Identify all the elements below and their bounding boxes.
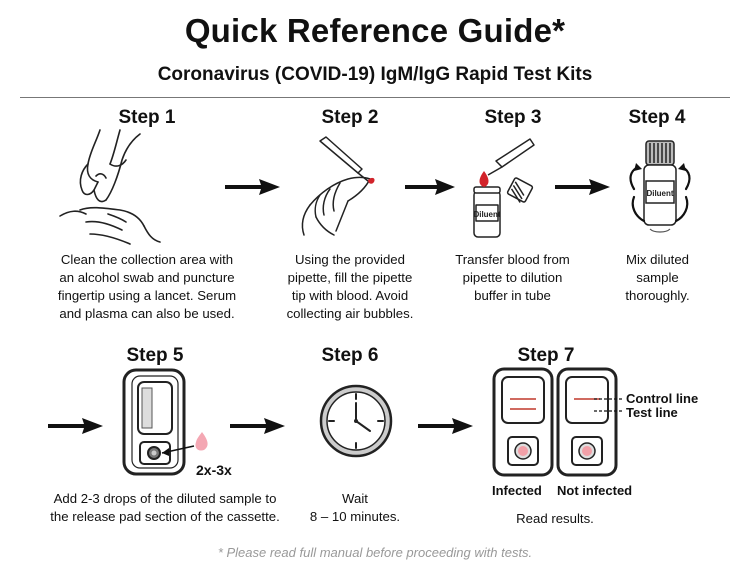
step-5-label: Step 5	[126, 345, 184, 366]
step-4-diluent-label: Diluent	[646, 189, 673, 198]
step-7-label: Step 7	[517, 345, 575, 366]
arrow-step3-to-step4-icon	[555, 179, 610, 195]
infected-label: Infected	[492, 483, 542, 498]
step-5-description: Add 2-3 drops of the diluted sample to t…	[50, 491, 280, 524]
blood-drop-icon	[479, 171, 489, 187]
not-infected-label: Not infected	[557, 483, 633, 498]
page-title: Quick Reference Guide*	[184, 12, 566, 49]
step-7-description: Read results.	[516, 511, 594, 526]
step-1-label: Step 1	[118, 107, 176, 128]
page-subtitle: Coronavirus (COVID-19) IgM/IgG Rapid Tes…	[157, 64, 593, 85]
step-7-results-illustration	[492, 367, 624, 477]
test-line-label: Test line	[626, 405, 678, 420]
drops-count-label: 2x-3x	[196, 462, 232, 478]
clock-icon	[319, 384, 393, 458]
step-2-description: Using the provided pipette, fill the pip…	[286, 252, 414, 321]
step-6-description: Wait 8 – 10 minutes.	[309, 491, 401, 524]
step-4-label: Step 4	[628, 107, 686, 128]
step-5-cassette-illustration	[122, 368, 208, 476]
step-2-pipette-hand-illustration	[301, 136, 375, 236]
footnote: * Please read full manual before proceed…	[217, 545, 533, 560]
step-2-label: Step 2	[321, 107, 379, 128]
arrow-into-step5-icon	[48, 418, 103, 434]
arrow-step2-to-step3-icon	[405, 179, 455, 195]
step-3-transfer-illustration: Diluent	[473, 138, 535, 238]
step-4-description: Mix diluted sample thoroughly.	[625, 252, 690, 303]
control-line-label: Control line	[626, 391, 699, 406]
step-3-diluent-label: Diluent	[473, 210, 500, 219]
step-3-label: Step 3	[484, 107, 542, 128]
header-divider	[20, 97, 730, 98]
step-4-mix-illustration: Diluent	[629, 140, 691, 233]
step-1-hand-illustration	[59, 129, 161, 245]
arrow-step1-to-step2-icon	[225, 179, 280, 195]
arrow-step6-to-step7-icon	[418, 418, 473, 434]
arrow-step5-to-step6-icon	[230, 418, 285, 434]
step-3-description: Transfer blood from pipette to dilution …	[455, 252, 570, 303]
blood-drop-icon	[368, 177, 375, 184]
step-1-description: Clean the collection area with an alcoho…	[57, 252, 237, 321]
step-6-label: Step 6	[321, 345, 379, 366]
pink-drop-icon	[195, 432, 208, 451]
